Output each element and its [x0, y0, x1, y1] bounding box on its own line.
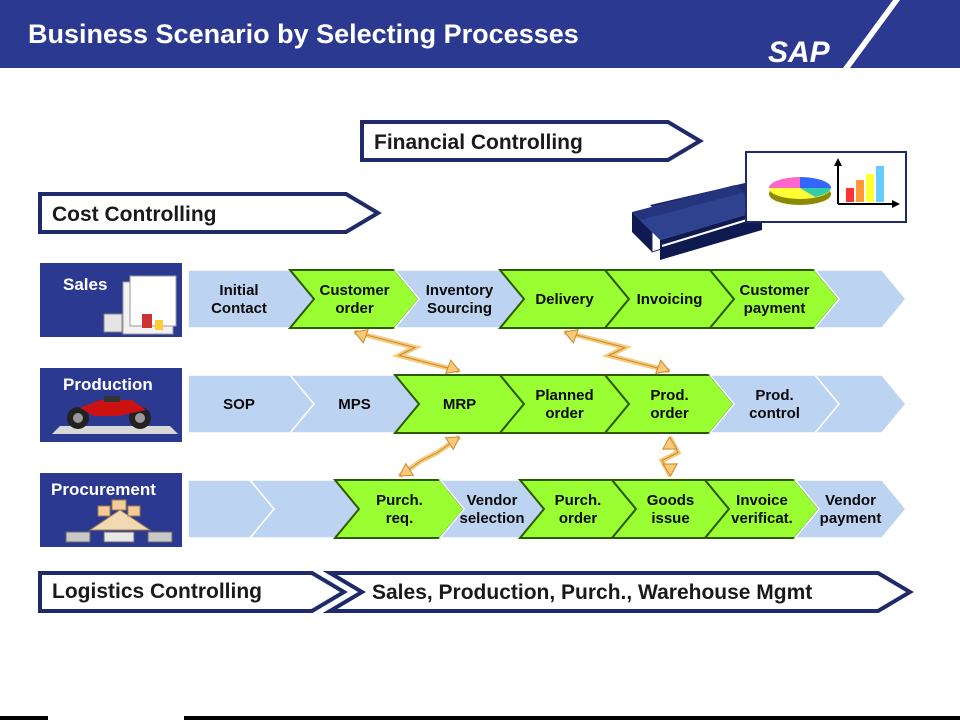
process-step-text: payment: [820, 510, 882, 527]
production-label: Production: [63, 375, 153, 394]
logistics-scope-label: Sales, Production, Purch., Warehouse Mgm…: [372, 581, 812, 604]
process-step-text: Vendor: [825, 492, 876, 509]
chart-inset: [745, 151, 907, 223]
bar-chart-icon: [834, 158, 900, 208]
cost-controlling: Cost Controlling: [38, 192, 382, 234]
logistics-controlling-arrow: [38, 571, 348, 613]
row-sales-label: Sales: [40, 263, 182, 337]
process-step-text: MRP: [443, 396, 476, 413]
process-chevrons: InitialContactCustomerorderInventorySour…: [187, 269, 907, 539]
process-step-text: Invoicing: [637, 291, 703, 308]
connector-arrowhead-3-1: [662, 463, 679, 477]
connector-outline-2: [399, 436, 460, 477]
process-step-text: Vendor: [467, 492, 518, 509]
process-step-text: control: [749, 405, 800, 422]
connector-arrowhead-2-0: [444, 436, 461, 451]
connector-arrowhead-1-1: [655, 359, 671, 375]
connector-arrowhead-1-0: [563, 328, 579, 344]
process-step-blank-6[interactable]: [813, 374, 907, 434]
bottom-stripe-right: [184, 716, 960, 720]
sales-label: Sales: [63, 275, 107, 294]
financial-controlling-arrow: [360, 120, 704, 162]
cross-row-connectors: [353, 328, 682, 479]
logistics-scope-arrow: [322, 571, 914, 613]
logistics-controlling: Logistics Controlling Sales, Production,…: [38, 571, 914, 613]
financial-controlling-label: Financial Controlling: [374, 131, 583, 154]
process-step-text: Planned: [535, 387, 593, 404]
process-step-text: Invoice: [736, 492, 788, 509]
header-bar: [0, 0, 893, 68]
cost-controlling-label: Cost Controlling: [52, 203, 216, 226]
process-step-text: Goods: [647, 492, 695, 509]
process-step-text: SOP: [223, 396, 255, 413]
process-step-text: Contact: [211, 300, 267, 317]
bottom-stripe-left: [0, 716, 48, 720]
connector-arrowhead-0-0: [353, 328, 369, 344]
connector-outline-0: [354, 331, 460, 372]
sales-order-icon: [103, 275, 177, 335]
process-step-text: Delivery: [535, 291, 594, 308]
procurement-label: Procurement: [51, 480, 156, 499]
process-step-text: selection: [459, 510, 524, 527]
logistics-controlling-label: Logistics Controlling: [52, 580, 262, 603]
process-step-blank-6[interactable]: [813, 269, 907, 329]
connector-arrowhead-3-0: [661, 436, 678, 450]
sap-logo: SAP: [768, 36, 831, 69]
page-title: Business Scenario by Selecting Processes: [28, 19, 579, 49]
document-book-icon: [632, 183, 765, 260]
process-step-text: Purch.: [555, 492, 602, 509]
pie-chart-icon: [769, 177, 831, 205]
connector-outline-1: [564, 331, 670, 372]
financial-controlling: Financial Controlling: [360, 120, 704, 162]
process-step-text: Prod.: [650, 387, 688, 404]
motorcycle-icon: [52, 396, 178, 434]
connector-arrowhead-2-1: [398, 462, 415, 477]
header-bar-right: [850, 0, 960, 68]
process-step-text: issue: [651, 510, 689, 527]
row-production-label: Production: [40, 368, 182, 442]
process-step-vendor-payment[interactable]: [793, 479, 907, 539]
process-step-text: payment: [744, 300, 806, 317]
header: Business Scenario by Selecting Processes…: [0, 0, 960, 69]
row-procurement-label: Procurement: [40, 473, 182, 547]
process-step-text: Initial: [219, 282, 258, 299]
process-step-initial-contact[interactable]: [187, 269, 315, 329]
process-step-text: order: [335, 300, 374, 317]
connector-arrowhead-0-1: [445, 359, 461, 375]
process-step-text: Customer: [319, 282, 389, 299]
process-step-text: Purch.: [376, 492, 423, 509]
process-step-text: Prod.: [755, 387, 793, 404]
process-step-text: req.: [386, 510, 414, 527]
warehouse-icon: [65, 499, 173, 543]
cost-controlling-arrow: [38, 192, 382, 234]
process-step-text: order: [559, 510, 598, 527]
process-step-text: Sourcing: [427, 300, 492, 317]
process-step-text: Customer: [739, 282, 809, 299]
process-step-text: verificat.: [731, 510, 793, 527]
process-step-text: Inventory: [426, 282, 494, 299]
process-step-text: order: [650, 405, 689, 422]
process-step-text: MPS: [338, 396, 371, 413]
process-step-text: order: [545, 405, 584, 422]
